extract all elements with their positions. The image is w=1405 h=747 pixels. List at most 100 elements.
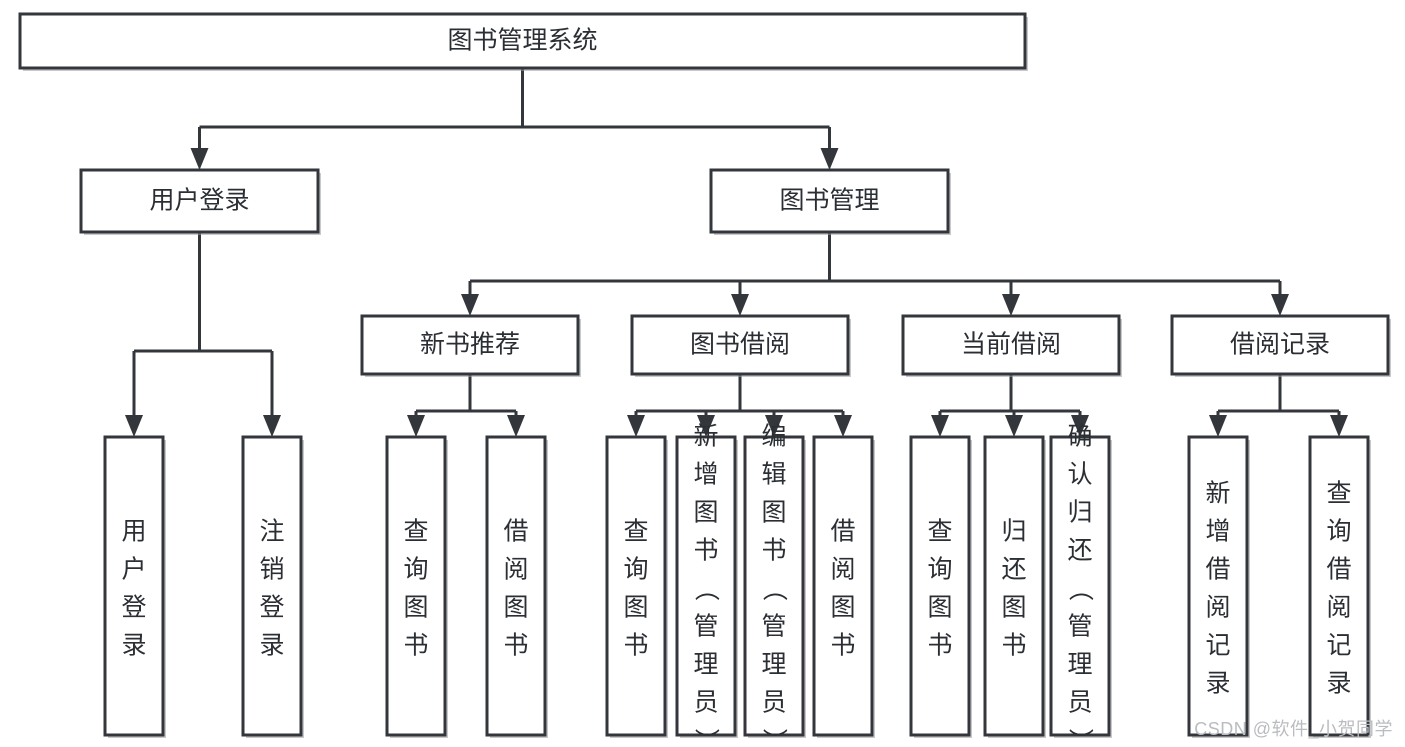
node-label-char: 理 — [693, 651, 718, 679]
node-label-char: 增 — [1205, 518, 1230, 546]
node-label-char: 询 — [623, 556, 648, 584]
connector-current — [931, 374, 1089, 437]
node-label-char: 录 — [1205, 670, 1230, 698]
node-label-char: 查 — [403, 518, 428, 546]
node-label-char: 记 — [1326, 632, 1351, 660]
node-leaf-user-login[interactable]: 用户登录 — [103, 435, 166, 738]
node-bookmgmt[interactable]: 图书管理 — [709, 168, 951, 235]
node-label-char: 辑 — [761, 461, 786, 489]
node-label: 图书管理 — [779, 187, 879, 215]
node-label-char: 书 — [1001, 632, 1026, 660]
node-label-char: 书 — [927, 632, 952, 660]
node-label-char: 询 — [927, 556, 952, 584]
arrowhead-icon — [731, 294, 749, 316]
arrowhead-icon — [1071, 415, 1089, 437]
node-label-char: 归 — [1067, 499, 1092, 527]
node-label-char: 书 — [761, 537, 786, 565]
node-label-char: 认 — [1067, 461, 1092, 489]
node-label-char: 还 — [1067, 537, 1092, 565]
node-newbook[interactable]: 新书推荐 — [360, 314, 581, 377]
node-borrow[interactable]: 图书借阅 — [630, 314, 851, 377]
node-label-char: 书 — [403, 632, 428, 660]
node-label-char: 确 — [1067, 423, 1092, 451]
node-label-char: 销 — [259, 556, 284, 584]
node-label-char: 图 — [761, 499, 786, 527]
node-label-char: ） — [692, 728, 720, 747]
arrowhead-icon — [765, 415, 783, 437]
node-label-char: 管 — [693, 613, 718, 641]
node-current[interactable]: 当前借阅 — [901, 314, 1122, 377]
connector-borrow — [627, 374, 852, 437]
arrowhead-icon — [263, 415, 281, 437]
node-label-char: 查 — [927, 518, 952, 546]
node-layer: 图书管理系统用户登录图书管理新书推荐图书借阅当前借阅借阅记录用户登录注销登录查询… — [18, 12, 1391, 747]
arrowhead-icon — [461, 294, 479, 316]
node-label-char: 查 — [623, 518, 648, 546]
node-label-char: 编 — [761, 423, 786, 451]
node-label-char: 借 — [503, 518, 528, 546]
connector-records — [1209, 374, 1348, 437]
node-label-char: 借 — [830, 518, 855, 546]
node-label-char: 阅 — [1326, 594, 1351, 622]
arrowhead-icon — [1271, 294, 1289, 316]
node-label-char: 注 — [259, 518, 284, 546]
node-label-char: 查 — [1326, 480, 1351, 508]
node-label-char: 还 — [1001, 556, 1026, 584]
node-label: 新书推荐 — [420, 331, 520, 359]
node-label-char: 员 — [693, 689, 718, 717]
node-root[interactable]: 图书管理系统 — [18, 12, 1028, 71]
node-label-char: 阅 — [830, 556, 855, 584]
node-label-char: 图 — [693, 499, 718, 527]
arrowhead-icon — [507, 415, 525, 437]
node-label-char: 新 — [693, 423, 718, 451]
node-label-char: （ — [692, 576, 720, 601]
node-label-char: 户 — [121, 556, 146, 584]
node-label-char: 图 — [403, 594, 428, 622]
connector-newbook — [407, 374, 525, 437]
node-label-char: 借 — [1326, 556, 1351, 584]
node-label-char: 用 — [121, 518, 146, 546]
node-label-char: 录 — [1326, 670, 1351, 698]
node-label-char: 录 — [121, 632, 146, 660]
arrowhead-icon — [1005, 415, 1023, 437]
node-label-char: 借 — [1205, 556, 1230, 584]
arrowhead-icon — [407, 415, 425, 437]
node-label-char: 记 — [1205, 632, 1230, 660]
arrowhead-icon — [1002, 294, 1020, 316]
connector-login — [125, 232, 281, 437]
node-label-char: 书 — [830, 632, 855, 660]
node-label-char: 管 — [1067, 613, 1092, 641]
node-label-char: 管 — [761, 613, 786, 641]
arrowhead-icon — [834, 415, 852, 437]
node-label-char: 图 — [927, 594, 952, 622]
node-records[interactable]: 借阅记录 — [1170, 314, 1391, 377]
node-label-char: 录 — [259, 632, 284, 660]
node-label-char: 员 — [761, 689, 786, 717]
node-label-char: 增 — [693, 461, 718, 489]
node-label-char: 登 — [121, 594, 146, 622]
node-label: 用户登录 — [149, 187, 249, 215]
connector-root — [190, 68, 839, 170]
node-label-char: （ — [760, 576, 788, 601]
node-label-char: 询 — [403, 556, 428, 584]
node-label: 图书借阅 — [690, 331, 790, 359]
node-login[interactable]: 用户登录 — [79, 168, 321, 235]
node-label: 借阅记录 — [1230, 331, 1330, 359]
node-label-char: 归 — [1001, 518, 1026, 546]
arrowhead-icon — [697, 415, 715, 437]
arrowhead-icon — [125, 415, 143, 437]
node-label-char: 书 — [503, 632, 528, 660]
